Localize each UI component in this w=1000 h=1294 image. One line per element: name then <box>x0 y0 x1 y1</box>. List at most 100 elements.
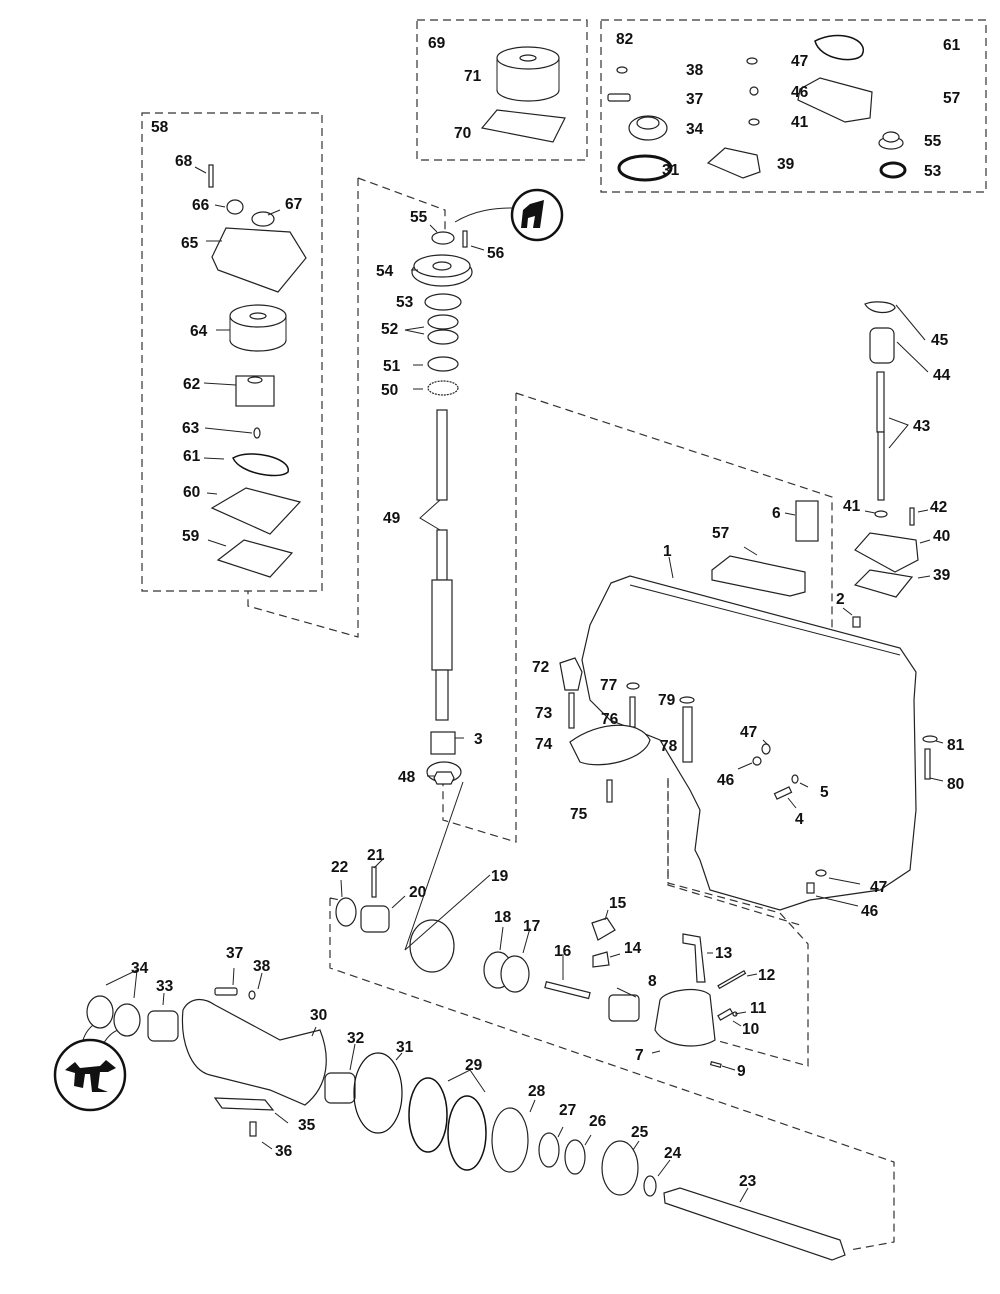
part-12-pin <box>717 969 747 990</box>
label-12: 12 <box>758 967 775 984</box>
label-29: 29 <box>465 1057 483 1074</box>
label-41b: 41 <box>843 498 861 515</box>
part-45-clamp <box>864 301 896 314</box>
part-39-gasket <box>706 147 761 179</box>
part-50-thrust-bearing <box>427 380 459 396</box>
label-58: 58 <box>151 119 169 136</box>
part-32-bearing <box>324 1072 356 1104</box>
label-39a: 39 <box>777 156 795 173</box>
part-43-shift-rod-lower <box>877 431 885 501</box>
part-37-screw-carrier <box>214 987 238 996</box>
label-49: 49 <box>383 510 401 527</box>
label-3: 3 <box>474 731 483 748</box>
label-77: 77 <box>600 677 617 694</box>
gear-housing-guide-line <box>329 778 895 1251</box>
label-72: 72 <box>532 659 549 676</box>
label-59: 59 <box>182 528 200 545</box>
part-25-reverse-gear <box>601 1140 639 1196</box>
label-47b: 47 <box>740 724 757 741</box>
part-46-plug <box>749 86 759 96</box>
label-8: 8 <box>648 973 657 990</box>
label-55a: 55 <box>924 133 942 150</box>
label-70: 70 <box>454 125 471 142</box>
label-47c: 47 <box>870 879 887 896</box>
part-57-seal <box>797 77 873 123</box>
label-57a: 57 <box>943 90 960 107</box>
label-26: 26 <box>589 1113 607 1130</box>
part-75-screw <box>606 779 613 803</box>
part-42-screw <box>909 507 915 526</box>
part-52-washer-a <box>427 314 459 330</box>
label-28: 28 <box>528 1083 546 1100</box>
label-10: 10 <box>742 1021 759 1038</box>
part-2-pin <box>852 616 861 628</box>
label-13: 13 <box>715 945 733 962</box>
label-51: 51 <box>383 358 401 375</box>
label-38b: 38 <box>253 958 271 975</box>
part-24-washer <box>643 1175 657 1197</box>
part-21-pin <box>371 866 377 898</box>
part-38-washer-carrier <box>248 990 256 1000</box>
label-56: 56 <box>487 245 505 262</box>
part-61-o-ring-pump <box>232 453 289 477</box>
label-2: 2 <box>836 591 845 608</box>
part-8-bearing <box>608 994 640 1022</box>
label-67: 67 <box>285 196 302 213</box>
part-43-shift-rod-upper <box>876 371 885 433</box>
label-75: 75 <box>570 806 588 823</box>
label-23: 23 <box>739 1173 757 1190</box>
label-15: 15 <box>609 895 627 912</box>
part-9-pin <box>709 1061 722 1068</box>
label-20: 20 <box>409 884 426 901</box>
label-53a: 53 <box>924 163 942 180</box>
part-81-washer <box>922 735 938 743</box>
label-64: 64 <box>190 323 208 340</box>
part-31-o-ring <box>617 154 673 182</box>
part-10-spring <box>717 1007 734 1021</box>
part-1-gearcase <box>581 575 917 911</box>
label-48: 48 <box>398 769 416 786</box>
part-34-bearing <box>628 115 668 141</box>
label-32: 32 <box>347 1030 364 1047</box>
label-42: 42 <box>930 499 947 516</box>
part-68-screw <box>208 164 214 188</box>
part-76-screw <box>629 696 636 728</box>
label-33: 33 <box>156 978 174 995</box>
part-33-bearing <box>147 1010 179 1042</box>
label-57b: 57 <box>712 525 729 542</box>
label-16: 16 <box>554 943 572 960</box>
label-74: 74 <box>535 736 553 753</box>
sealer-glyph-2-icon <box>65 1060 116 1092</box>
sealer-glyph-icon <box>521 200 544 228</box>
label-73: 73 <box>535 705 553 722</box>
label-43: 43 <box>913 418 931 435</box>
part-labels: 58 68 66 67 65 64 62 63 61 60 59 69 71 7… <box>131 31 965 1190</box>
part-38-washer <box>616 66 628 74</box>
part-3-bearing <box>430 731 456 755</box>
part-66-grommet <box>226 199 244 215</box>
label-60: 60 <box>183 484 200 501</box>
part-36-screw <box>249 1121 257 1137</box>
part-26-washer <box>564 1139 586 1175</box>
label-82: 82 <box>616 31 633 48</box>
label-55b: 55 <box>410 209 428 226</box>
label-24: 24 <box>664 1145 682 1162</box>
label-65: 65 <box>181 235 199 252</box>
part-53-o-ring <box>879 161 907 179</box>
label-71: 71 <box>464 68 482 85</box>
label-34b: 34 <box>131 960 149 977</box>
part-48-nut <box>433 771 455 785</box>
part-57-seal-body <box>711 555 806 597</box>
part-51-washer <box>427 356 459 372</box>
sealer-symbol-1 <box>454 207 513 223</box>
label-69: 69 <box>428 35 446 52</box>
part-35-anode <box>213 1097 275 1111</box>
part-34-bearing-a <box>86 995 114 1029</box>
label-40: 40 <box>933 528 950 545</box>
label-44: 44 <box>933 367 951 384</box>
part-30-bearing-carrier <box>181 998 327 1106</box>
label-79: 79 <box>658 692 676 709</box>
part-4-screw <box>773 786 793 800</box>
label-31b: 31 <box>396 1039 414 1056</box>
